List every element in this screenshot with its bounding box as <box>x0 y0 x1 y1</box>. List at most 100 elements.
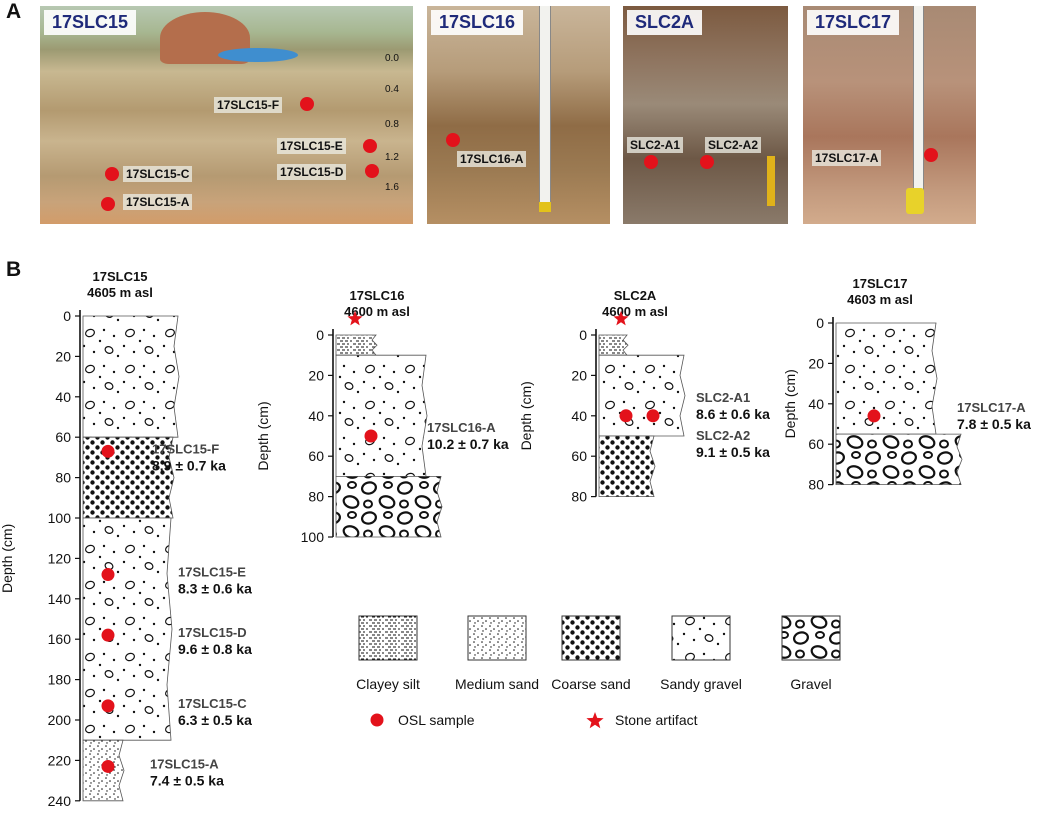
sample-age: 7.8 ± 0.5 ka <box>957 416 1031 432</box>
photo-17slc16: 17SLC16 17SLC16-A <box>427 6 610 224</box>
section-name: 17SLC15 <box>93 269 148 284</box>
axis-tick-label: 220 <box>48 752 72 768</box>
y-axis-label: Depth (cm) <box>518 381 534 450</box>
axis-tick-label: 160 <box>48 631 72 647</box>
photo-label: SLC2-A2 <box>705 137 762 153</box>
photo-slc2a: SLC2A SLC2-A1 SLC2-A2 <box>623 6 788 224</box>
axis-tick-label: 0 <box>579 327 587 343</box>
axis-tick-label: 40 <box>571 408 587 424</box>
legend-label: Clayey silt <box>356 676 420 692</box>
photo-17slc15: 17SLC15 17SLC15-F 17SLC15-E 17SLC15-D 17… <box>40 6 413 224</box>
osl-sample-marker <box>364 429 378 443</box>
panel-a-letter: A <box>6 0 22 23</box>
legend-label: Medium sand <box>455 676 539 692</box>
sample-age: 9.6 ± 0.8 ka <box>178 641 252 657</box>
photo-label: 17SLC15-D <box>277 164 347 180</box>
osl-marker <box>101 197 115 211</box>
layer-clayey-silt <box>335 334 378 356</box>
hammer-handle <box>767 156 775 206</box>
axis-tick-label: 0 <box>63 308 71 324</box>
legend-swatch <box>561 615 621 661</box>
osl-marker <box>363 139 377 153</box>
legend-swatch <box>358 615 418 661</box>
photo-label: 17SLC16-A <box>457 151 527 167</box>
sample-id: 17SLC15-C <box>178 696 247 711</box>
legend-label: Sandy gravel <box>660 676 742 692</box>
measuring-tape <box>539 6 551 208</box>
photo-label: 17SLC15-A <box>123 194 193 210</box>
axis-tick-label: 100 <box>48 510 72 526</box>
layer-sandy-gravel <box>335 354 428 477</box>
layer-sandy-gravel <box>82 315 180 438</box>
axis-tick-label: 60 <box>308 448 324 464</box>
axis-tick-label: 40 <box>308 408 324 424</box>
sample-id: 17SLC15-F <box>152 441 219 456</box>
axis-tick-label: 60 <box>55 429 71 445</box>
sample-id: 17SLC15-E <box>178 565 246 580</box>
photo-tag: 17SLC16 <box>431 10 524 35</box>
sample-age: 7.4 ± 0.5 ka <box>150 772 224 788</box>
section-elevation: 4603 m asl <box>847 292 913 307</box>
legend-artifact-marker <box>586 712 604 729</box>
axis-tick-label: 40 <box>55 389 71 405</box>
tape-case <box>906 188 924 214</box>
layer-sandy-gravel <box>598 354 686 437</box>
photo-label: 17SLC15-F <box>214 97 283 113</box>
photo-17slc17: 17SLC17 17SLC17-A <box>803 6 976 224</box>
photo-tag: 17SLC15 <box>44 10 137 35</box>
section-elevation: 4605 m asl <box>87 285 153 300</box>
sample-age: 10.2 ± 0.7 ka <box>427 436 509 452</box>
layer-clayey-silt <box>598 334 629 356</box>
stone-artifact-marker <box>613 310 629 326</box>
osl-marker <box>644 155 658 169</box>
legend-label: Coarse sand <box>551 676 630 692</box>
axis-tick-label: 200 <box>48 712 72 728</box>
axis-tick-label: 180 <box>48 672 72 688</box>
sample-id: 17SLC17-A <box>957 400 1026 415</box>
sample-id: SLC2-A2 <box>696 428 750 443</box>
osl-sample-marker <box>101 568 115 582</box>
axis-tick-label: 240 <box>48 793 72 809</box>
osl-sample-marker <box>867 409 881 423</box>
osl-marker <box>300 97 314 111</box>
legend-label: Gravel <box>790 676 831 692</box>
osl-sample-marker <box>101 628 115 642</box>
layer-gravel <box>335 476 443 538</box>
osl-sample-marker <box>646 409 660 423</box>
axis-tick-label: 20 <box>55 348 71 364</box>
osl-sample-marker <box>101 444 115 458</box>
y-axis-label: Depth (cm) <box>255 401 271 470</box>
osl-sample-marker <box>101 759 115 773</box>
sample-age: 9.1 ± 0.5 ka <box>696 444 770 460</box>
stone-artifact-marker <box>347 310 363 326</box>
osl-marker <box>365 164 379 178</box>
osl-sample-marker <box>619 409 633 423</box>
section-name: SLC2A <box>614 288 657 303</box>
sample-age: 8.6 ± 0.6 ka <box>696 406 770 422</box>
axis-tick-label: 80 <box>571 489 587 505</box>
axis-tick-label: 80 <box>308 489 324 505</box>
section-elevation: 4600 m asl <box>344 304 410 319</box>
layer-gravel <box>835 433 963 485</box>
photo-label: 17SLC17-A <box>812 150 882 166</box>
axis-tick-label: 20 <box>308 367 324 383</box>
layer-sandy-gravel <box>835 322 938 435</box>
legend-osl-label: OSL sample <box>398 712 475 728</box>
legend-swatch <box>781 615 841 661</box>
scale-mark: 1.2 <box>385 152 399 163</box>
sample-id: 17SLC15-A <box>150 756 219 771</box>
photo-label: 17SLC15-C <box>123 166 193 182</box>
axis-tick-label: 120 <box>48 550 72 566</box>
scale-mark: 0.0 <box>385 53 399 64</box>
sample-id: SLC2-A1 <box>696 390 750 405</box>
axis-tick-label: 40 <box>808 396 824 412</box>
photo-tag: 17SLC17 <box>807 10 900 35</box>
y-axis-label: Depth (cm) <box>782 369 798 438</box>
layer-coarse-sand <box>598 435 656 497</box>
axis-tick-label: 80 <box>808 477 824 493</box>
scale-mark: 0.4 <box>385 84 399 95</box>
osl-marker <box>924 148 938 162</box>
measuring-tape <box>913 6 924 201</box>
blue-tarp <box>218 48 298 62</box>
legend-swatch <box>671 615 731 661</box>
